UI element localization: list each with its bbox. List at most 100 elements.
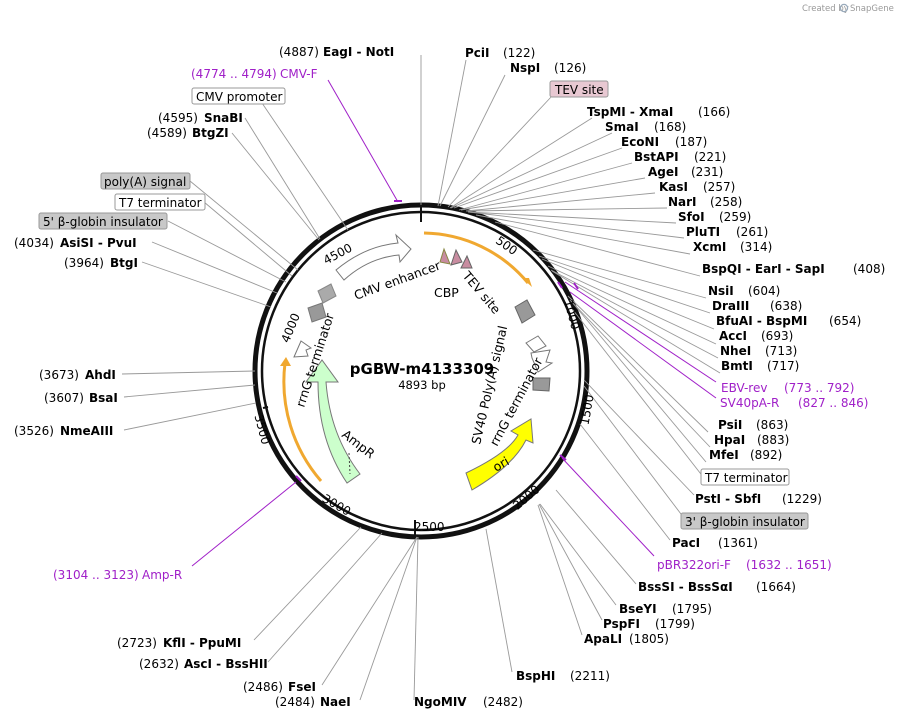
feature-ori[interactable] [465, 418, 534, 491]
leader-naei [359, 536, 418, 701]
enzyme-bfuai[interactable]: BfuAI - BspMI (654) [716, 314, 861, 328]
enzyme-sfoi[interactable]: SfoI (259) [678, 210, 751, 224]
enzyme-mfei-pos: (892) [750, 448, 782, 462]
primer-sv40-range: (827 .. 846) [798, 396, 868, 410]
enzyme-smai[interactable]: SmaI (168) [605, 120, 686, 134]
tev-arrow-2 [460, 254, 473, 269]
box-t7-left[interactable]: T7 terminator [114, 193, 206, 211]
enzyme-snabi[interactable]: (4595) SnaBI [158, 111, 243, 125]
enzyme-pspfi-pos: (1799) [655, 617, 695, 631]
enzyme-nspi[interactable]: NspI (126) [510, 61, 586, 75]
enzyme-apali[interactable]: ApaLI (1805) [584, 632, 669, 646]
enzyme-kfli-pos: (2723) [117, 636, 157, 650]
leader-tev [447, 95, 553, 208]
enzyme-nmeaiii[interactable]: (3526) NmeAIII [14, 424, 113, 438]
box-tev-site[interactable]: TEV site [549, 80, 609, 98]
feature-cmv-enhancer[interactable] [335, 233, 412, 281]
enzyme-bsai-pos: (3607) [44, 391, 84, 405]
cbp-arrow [439, 247, 451, 265]
enzyme-bspqi[interactable]: BspQI - EarI - SapI (408) [702, 262, 885, 276]
enzyme-mfei[interactable]: MfeI (892) [709, 448, 782, 462]
enzyme-agei[interactable]: AgeI (231) [648, 165, 723, 179]
leader-fsei [321, 536, 418, 686]
enzyme-econi[interactable]: EcoNI (187) [621, 135, 707, 149]
primer-cmv-f[interactable]: (4774 .. 4794) CMV-F [191, 67, 318, 81]
enzyme-psti-sbfi[interactable]: PstI - SbfI (1229) [695, 492, 822, 506]
enzyme-bfuai-name: BfuAI - BspMI [716, 314, 807, 328]
enzyme-asci[interactable]: (2632) AscI - BssHII [139, 657, 268, 671]
enzyme-nsii[interactable]: NsiI (604) [708, 284, 780, 298]
enzyme-ngomiv-name: NgoMIV [414, 695, 467, 709]
leader-beta3 [583, 385, 685, 519]
primer-amp-r[interactable]: (3104 .. 3123) Amp-R [53, 568, 182, 582]
enzyme-bstapi-name: BstAPI [634, 150, 679, 164]
enzyme-pluti[interactable]: PluTI (261) [686, 225, 768, 239]
box-t7-right[interactable]: T7 terminator [700, 468, 790, 486]
feature-rrng-right-arrow[interactable] [530, 349, 554, 373]
box-beta3[interactable]: 3' β-globin insulator [680, 512, 809, 530]
feature-grey-block-2[interactable] [532, 377, 551, 392]
enzyme-psii[interactable]: PsiI (863) [718, 418, 788, 432]
enzyme-nari[interactable]: NarI (258) [668, 195, 742, 209]
enzyme-btgzi[interactable]: (4589) BtgZI [147, 126, 229, 140]
enzyme-acci-pos: (693) [761, 329, 793, 343]
enzyme-xcmi[interactable]: XcmI (314) [693, 240, 772, 254]
enzyme-ngomiv[interactable]: NgoMIV (2482) [414, 695, 523, 709]
enzyme-bsphi[interactable]: BspHI (2211) [516, 669, 610, 683]
enzyme-paci[interactable]: PacI (1361) [672, 536, 758, 550]
feature-rrng-left-arrow[interactable] [293, 340, 313, 358]
enzyme-bmti[interactable]: BmtI (717) [721, 359, 799, 373]
enzyme-kasi-name: KasI [659, 180, 688, 194]
enzyme-eagi-noti[interactable]: (4887) EagI - NotI [279, 45, 394, 59]
primer-pbr322ori-f[interactable]: pBR322ori-F (1632 .. 1651) [657, 558, 832, 572]
feature-cbp[interactable] [439, 247, 451, 265]
enzyme-draiii[interactable]: DraIII (638) [712, 299, 802, 313]
enzyme-nhei[interactable]: NheI (713) [720, 344, 797, 358]
enzyme-asisi[interactable]: (4034) AsiSI - PvuI [14, 236, 137, 250]
enzyme-bsssi[interactable]: BssSI - BssSαI (1664) [638, 580, 796, 594]
enzyme-bfuai-pos: (654) [829, 314, 861, 328]
leader-draiii [538, 255, 711, 314]
enzyme-bseyi[interactable]: BseYI (1795) [619, 602, 712, 616]
feature-tev-site[interactable] [450, 248, 473, 269]
enzyme-bspqi-pos: (408) [853, 262, 885, 276]
enzyme-hpai[interactable]: HpaI (883) [714, 433, 789, 447]
enzyme-fsei[interactable]: (2486) FseI [243, 680, 316, 694]
feature-ampr[interactable] [305, 359, 361, 484]
enzyme-pspfi[interactable]: PspFI (1799) [603, 617, 695, 631]
enzyme-tspmi-xmai[interactable]: TspMI - XmaI (166) [587, 105, 730, 119]
tick-label-4000: 4000 [278, 311, 302, 345]
enzyme-pspfi-name: PspFI [603, 617, 640, 631]
enzyme-kfli[interactable]: (2723) KflI - PpuMI [117, 636, 241, 650]
leader-asci [267, 532, 383, 663]
primer-sv40pa-r[interactable]: SV40pA-R (827 .. 846) [720, 396, 868, 410]
primer-ebv-rev[interactable]: EBV-rev (773 .. 792) [721, 381, 854, 395]
feature-cmv-small[interactable] [307, 283, 337, 323]
enzyme-hpai-pos: (883) [757, 433, 789, 447]
leader-lines [121, 55, 721, 701]
leader-bsssi [555, 489, 637, 585]
box-beta5[interactable]: 5' β-globin insulator [38, 212, 168, 230]
enzyme-bsai[interactable]: (3607) BsaI [44, 391, 118, 405]
leader-acci [547, 265, 717, 345]
enzyme-btgi[interactable]: (3964) BtgI [64, 256, 138, 270]
enzyme-kasi[interactable]: KasI (257) [659, 180, 735, 194]
orf-arc-head-right [522, 278, 532, 287]
enzyme-ahdi[interactable]: (3673) AhdI [39, 368, 116, 382]
enzyme-pcii[interactable]: PciI (122) [465, 46, 535, 60]
leader-smai [450, 132, 613, 209]
enzyme-fsei-name: FseI [288, 680, 316, 694]
box-polya-signal[interactable]: poly(A) signal [100, 172, 191, 190]
enzyme-acci[interactable]: AccI (693) [719, 329, 793, 343]
leader-kasi [465, 192, 656, 212]
enzyme-bstapi[interactable]: BstAPI (221) [634, 150, 726, 164]
plasmid-length: 4893 bp [398, 378, 446, 392]
box-tev-site-label: TEV site [554, 83, 604, 97]
enzyme-bmti-name: BmtI [721, 359, 753, 373]
feature-grey-block-1[interactable] [514, 299, 536, 324]
feature-sv40-arrow[interactable] [525, 335, 547, 353]
leader-xcmi [475, 214, 691, 255]
box-cmv-promoter[interactable]: CMV promoter [191, 87, 286, 105]
enzyme-naei[interactable]: (2484) NaeI [275, 695, 351, 709]
leader-cmvprom [261, 102, 349, 231]
